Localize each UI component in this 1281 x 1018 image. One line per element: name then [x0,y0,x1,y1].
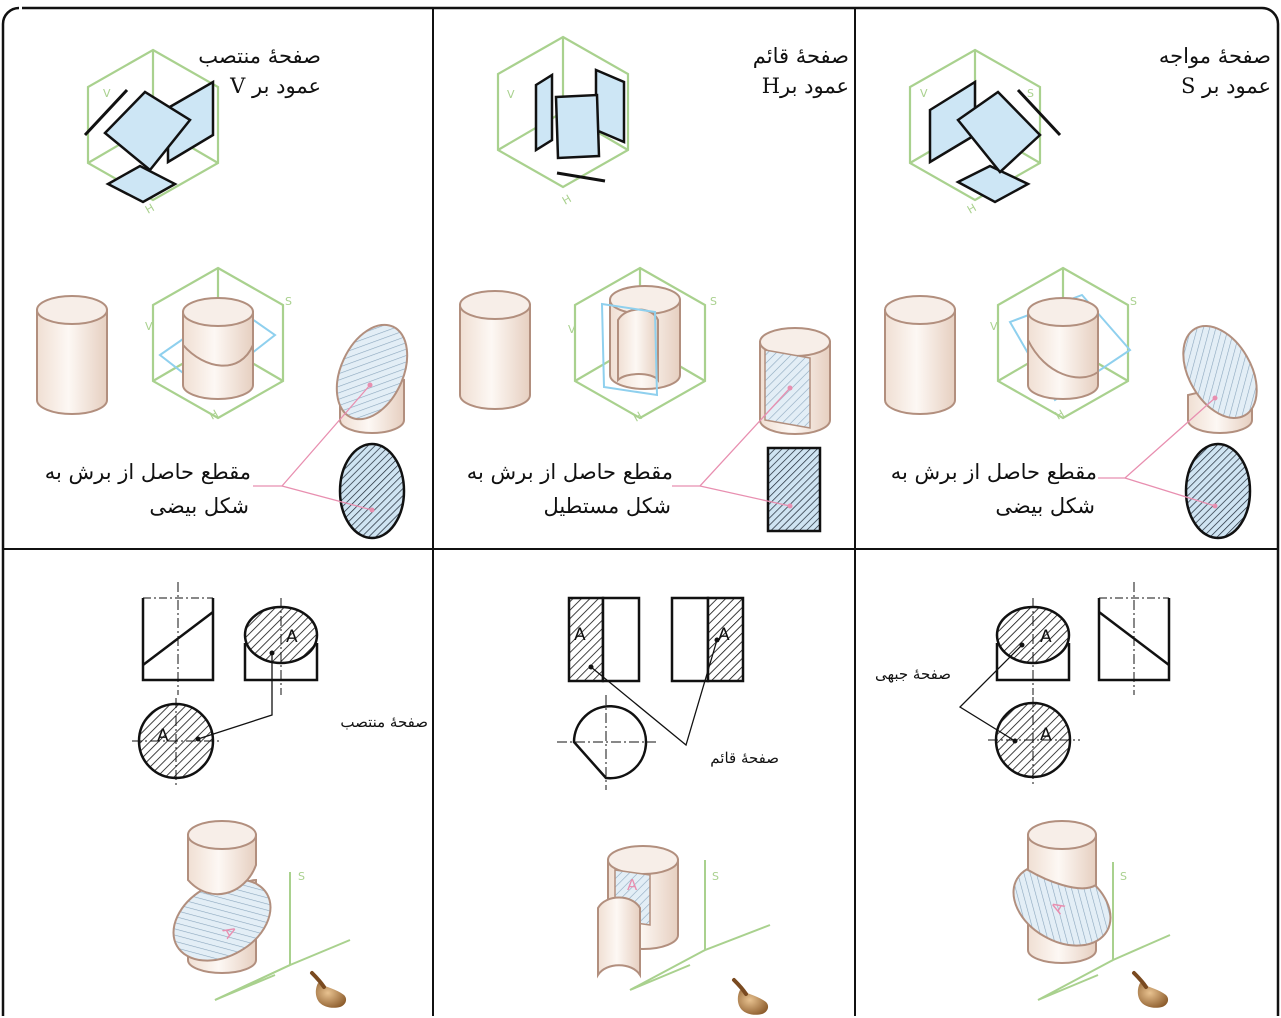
svg-text:A: A [627,876,638,894]
col1-view-label: صفحهٔ منتصب [340,713,428,731]
col2-section-solid [759,327,831,435]
svg-text:V: V [568,323,576,336]
col3-plane-title: صفحهٔ مواجه [1158,44,1271,68]
svg-text:S: S [298,870,305,883]
col1-side-view: A [243,598,319,695]
col3-cut-box: V S H [990,266,1137,423]
col3-view-label: صفحهٔ جبهی [874,665,951,683]
col3-section-line1: مقطع حاصل از برش به [890,460,1097,484]
col2-plain-cylinder [459,290,531,410]
svg-text:H: H [1053,407,1067,422]
col2-view-label: صفحهٔ قائم [710,749,779,767]
col1-front-view [141,582,215,695]
svg-text:V: V [990,320,998,333]
col3-bottom-3d: S A [1012,820,1171,1010]
col3-perp-text: عمود بر S [1180,74,1271,98]
col3-section-solid [1182,325,1258,434]
col1-section-line2: شکل بیضی [149,494,249,518]
col3-leaders [1098,397,1216,507]
col3-top-area-label: A [1040,725,1052,745]
col2-side-view: A [670,596,745,683]
col3-plain-cylinder [884,295,956,415]
svg-text:V: V [145,320,153,333]
col2-section-rect [766,446,822,533]
svg-text:S: S [712,870,719,883]
svg-text:H: H [207,407,221,422]
col3-top-box: V S H [908,48,1062,217]
col3-top-view: A [988,697,1080,785]
col1-plane-title: صفحهٔ منتصب [198,44,321,68]
col3-section-ellipse [1184,442,1252,540]
col1-plain-cylinder [36,295,108,415]
svg-text:H: H [143,201,157,216]
col2-view-leader [590,639,718,747]
col1-view-leader [197,653,273,740]
col1-bottom-3d: S A [172,820,351,1010]
col2-cut-box: V S H [568,266,717,425]
col1-side-area-label: A [286,627,298,647]
col3-front-view: A [995,598,1071,695]
svg-text:V: V [507,88,515,101]
col2-section-line2: شکل مستطیل [543,494,671,518]
col1-cut-box: V S H [145,266,292,423]
col2-bottom-3d: S A [597,845,771,1017]
col3-front-area-label: A [1040,627,1052,647]
col3-view-leader [958,644,1023,742]
outer-frame [1,6,1280,1016]
col2-front-view: A [567,596,641,683]
svg-text:S: S [710,295,717,308]
col2-front-area-label: A [574,625,586,645]
svg-text:V: V [103,87,111,100]
svg-text:S: S [285,295,292,308]
col1-leaders [253,384,373,511]
col1-section-ellipse [338,442,406,540]
svg-text:S: S [1027,87,1034,100]
col1-top-area-label: A [157,726,169,746]
svg-text:S: S [1120,870,1127,883]
col2-top-box: V S H [496,35,630,208]
col2-leaders [672,387,791,507]
svg-text:V: V [920,87,928,100]
svg-text:H: H [560,192,574,207]
svg-text:H: H [965,201,979,216]
col2-plane-title: صفحهٔ قائم [752,44,849,68]
col1-perp-text: عمود بر V [230,74,321,98]
col3-section-line2: شکل بیضی [995,494,1095,518]
col1-top-box: V S H [83,48,220,217]
col2-side-area-label: A [718,625,730,645]
col2-section-line1: مقطع حاصل از برش به [466,460,673,484]
col1-top-view: A [132,698,222,786]
col2-perp-text: عمود برH [761,74,849,98]
svg-text:S: S [1130,295,1137,308]
col2-top-view [557,695,656,790]
col3-side-view [1097,582,1171,695]
col1-section-solid [335,323,409,434]
col1-section-line1: مقطع حاصل از برش به [44,460,251,484]
